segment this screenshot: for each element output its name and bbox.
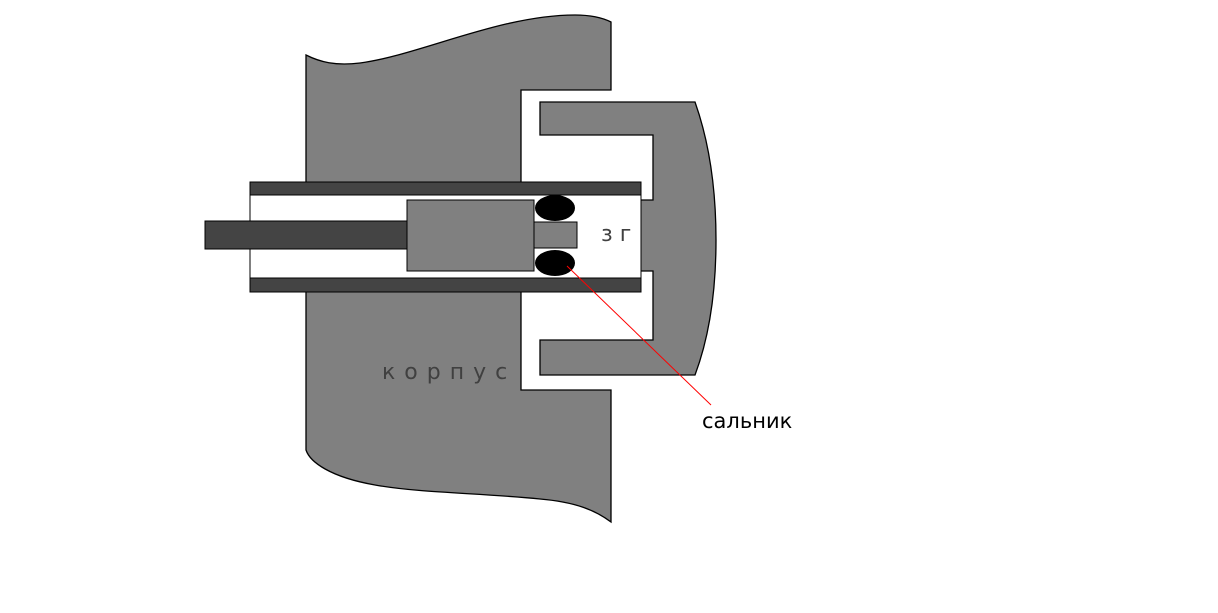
cap-label: з г [601,222,632,247]
body-label: к о р п у с [382,360,509,385]
tube-wall-bottom [249,277,642,293]
seal-label: сальник [702,409,793,433]
rod [204,220,408,250]
tube-wall-top [249,181,642,196]
piston-block [406,199,535,272]
seal-ring-top [535,195,575,221]
seal-ring-bottom [535,250,575,276]
neck [533,221,578,249]
seal-leader-line [566,265,712,406]
